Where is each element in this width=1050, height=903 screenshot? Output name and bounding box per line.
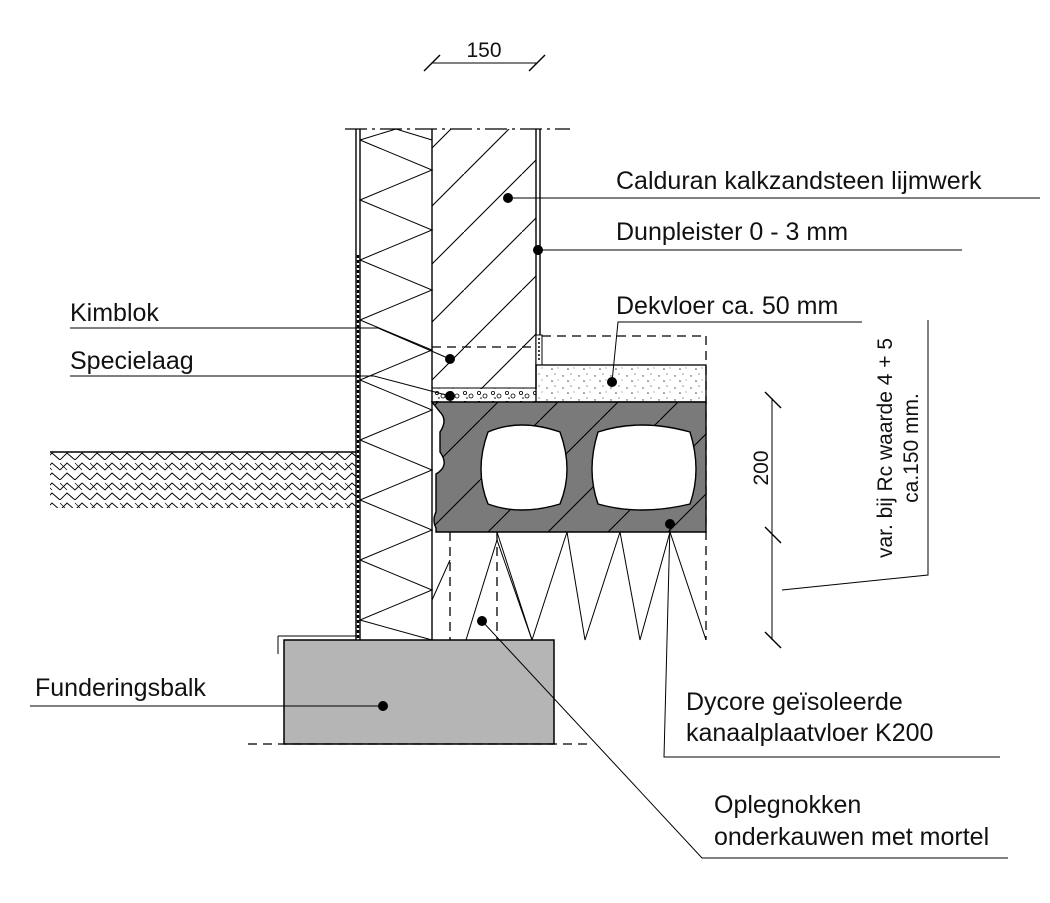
wall-width-dimension: 150 xyxy=(424,39,545,71)
label-calduran: Calduran kalkzandsteen lijmwerk xyxy=(616,167,982,195)
outer-wall-layer xyxy=(356,129,360,640)
floor-height-dimension: 200 xyxy=(750,392,781,648)
label-dunpleister: Dunpleister 0 - 3 mm xyxy=(616,218,848,246)
leader-specielaag xyxy=(70,376,455,401)
label-dycore-line2: kanaalplaatvloer K200 xyxy=(686,719,933,747)
insulation-note: var. bij Rc waarde 4 + 5 ca.150 mm. xyxy=(782,320,928,590)
label-kimblok: Kimblok xyxy=(70,299,159,327)
leader-dunpleister xyxy=(533,245,962,255)
label-dycore-line1: Dycore geïsoleerde xyxy=(686,688,903,716)
label-dekvloer: Dekvloer ca. 50 mm xyxy=(616,292,838,320)
calduran-wall xyxy=(432,129,542,389)
wall-insulation xyxy=(360,129,432,640)
label-oplegnokken-line1: Oplegnokken xyxy=(714,791,861,819)
insulation-note-line2: ca.150 mm. xyxy=(900,393,923,503)
slab-insulation xyxy=(432,532,706,640)
slab-channel-1 xyxy=(481,425,567,510)
ground-soil xyxy=(50,452,356,508)
label-specielaag: Specielaag xyxy=(70,347,194,375)
slab-channel-2 xyxy=(592,425,696,510)
label-oplegnokken-line2: onderkauwen met mortel xyxy=(714,823,989,851)
foundation-beam xyxy=(248,636,590,744)
floor-height-value: 200 xyxy=(750,450,773,485)
wall-width-value: 150 xyxy=(466,39,501,62)
label-funderingsbalk: Funderingsbalk xyxy=(35,674,206,702)
hollow-core-slab xyxy=(432,402,706,532)
insulation-note-line1: var. bij Rc waarde 4 + 5 xyxy=(874,338,897,558)
